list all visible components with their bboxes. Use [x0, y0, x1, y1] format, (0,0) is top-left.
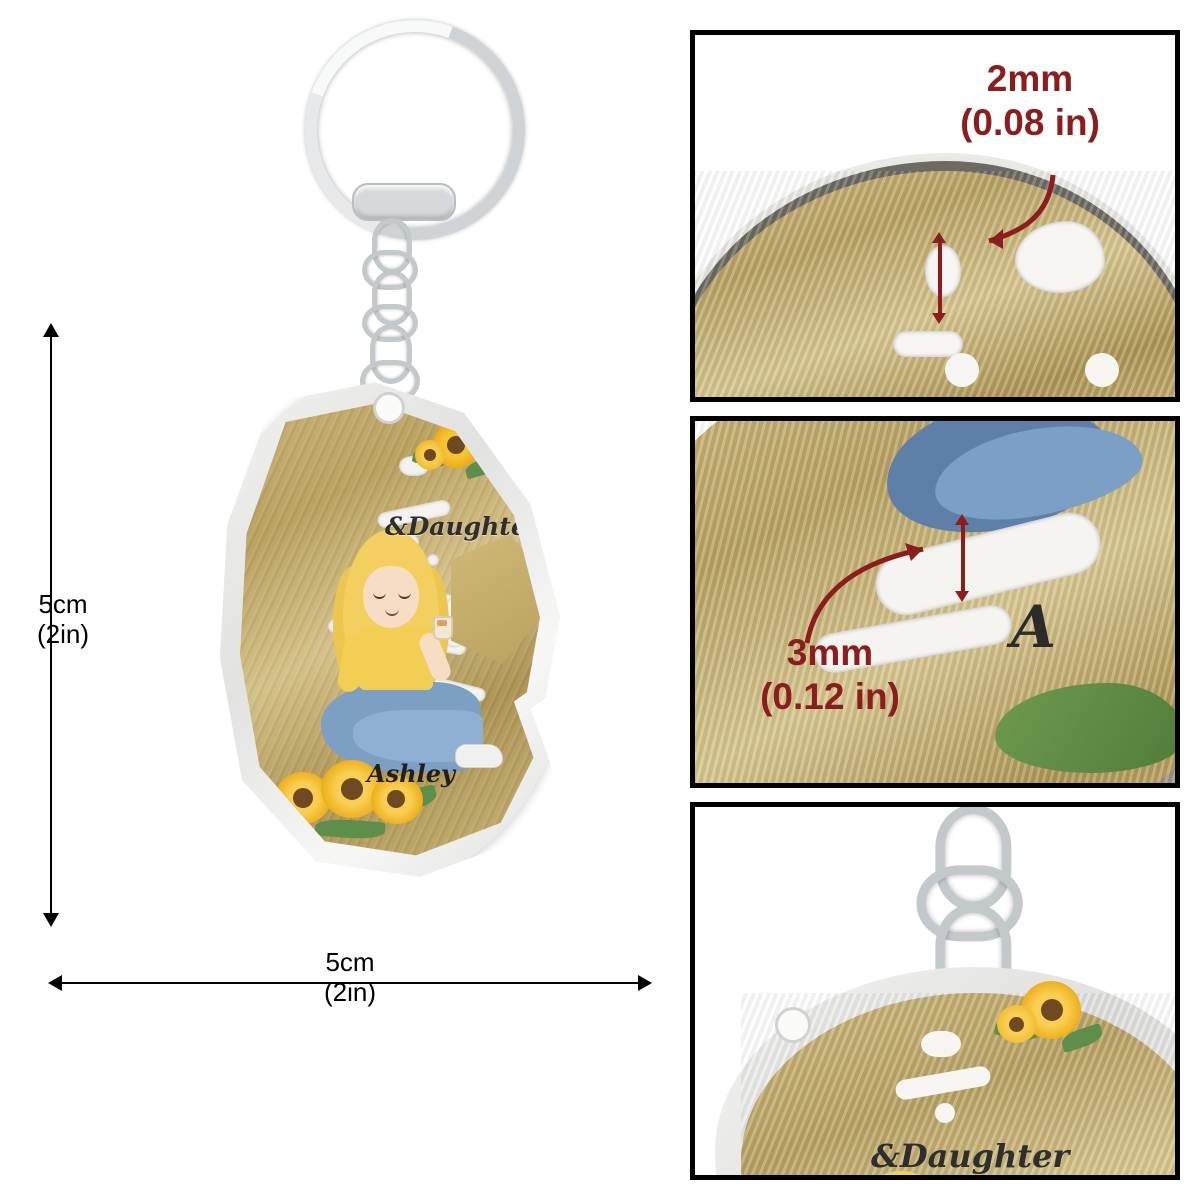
cutout-hole — [945, 353, 979, 387]
sunflower-top-closeup — [993, 977, 1105, 1063]
width-value-inches: (2in) — [323, 976, 376, 1007]
attachment-hole — [373, 392, 405, 424]
cutout-hole-large — [1015, 221, 1105, 293]
cutout-hole — [925, 245, 961, 297]
sunflower-core — [341, 778, 363, 800]
measure-value: 3mm — [786, 632, 874, 673]
mouth-icon — [385, 607, 399, 616]
detail-panel-3mm: A 3mm (0.12 in) — [690, 416, 1180, 788]
width-value: 5cm — [325, 947, 375, 977]
engraved-text-daughter-closeup: &Daughter — [871, 1137, 1070, 1175]
measure-label-3mm: 3mm (0.12 in) — [705, 631, 955, 718]
sunflower-core — [1041, 999, 1063, 1021]
measure-pointer-curve — [988, 174, 1056, 249]
attachment-hole — [775, 1007, 811, 1043]
face — [363, 566, 419, 628]
engraved-text-daughter: &Daughter — [385, 512, 540, 541]
eye-left-icon — [373, 592, 386, 599]
width-dimension-label: 5cm (2in) — [255, 947, 445, 1008]
sunflower-core — [293, 788, 313, 808]
person-illustration-closeup — [785, 1163, 1123, 1175]
cutout-hole — [921, 1031, 961, 1057]
height-value: 5cm — [38, 589, 88, 619]
shoe — [455, 744, 503, 768]
sunflower-core — [387, 790, 405, 808]
cutout-hole — [1085, 353, 1119, 387]
chain — [356, 214, 420, 402]
sunflower-core — [447, 436, 465, 454]
keychain-charm: &Daughter Ashley — [205, 372, 575, 882]
keychain-charm-closeup: &Daughter — [715, 967, 1175, 1175]
measure-value-inches: (0.12 in) — [760, 675, 900, 717]
width-dimension-arrow — [48, 975, 652, 991]
person-illustration — [305, 524, 505, 784]
measure-pointer-curve — [804, 543, 924, 644]
measure-value: 2mm — [986, 58, 1074, 99]
height-value-inches: (2in) — [36, 618, 89, 649]
sunflower-core — [1009, 1017, 1024, 1032]
product-main-view: &Daughter Ashley 5cm (2in) 5cm (2in) — [0, 0, 690, 1200]
engraved-text-name: Ashley — [367, 759, 455, 788]
measure-value-inches: (0.08 in) — [960, 101, 1100, 143]
cutout-hole — [935, 1103, 955, 1123]
sunflower-core — [424, 449, 436, 461]
chain-link — [372, 270, 412, 326]
chain-link — [370, 324, 412, 384]
thickness-arrow-2mm — [932, 232, 946, 324]
hair-top — [836, 1171, 966, 1175]
cutout-hole — [427, 554, 439, 566]
measure-label-2mm: 2mm (0.08 in) — [905, 57, 1155, 144]
sunflower-bottom — [265, 754, 439, 850]
eye-right-icon — [398, 592, 411, 599]
height-dimension-label: 5cm (2in) — [18, 589, 108, 650]
wood-surface — [741, 993, 1175, 1175]
detail-panel-closeup: &Daughter — [690, 802, 1180, 1180]
detail-panel-2mm: 2mm (0.08 in) — [690, 30, 1180, 402]
leaf — [314, 817, 386, 841]
engraved-text-partial: A — [1011, 593, 1057, 661]
cutout-slit — [893, 331, 963, 357]
thickness-arrow-3mm — [955, 514, 969, 602]
height-dimension-arrow — [43, 323, 59, 927]
split-ring-overlap — [352, 183, 456, 221]
coffee-cup-icon — [433, 616, 453, 640]
